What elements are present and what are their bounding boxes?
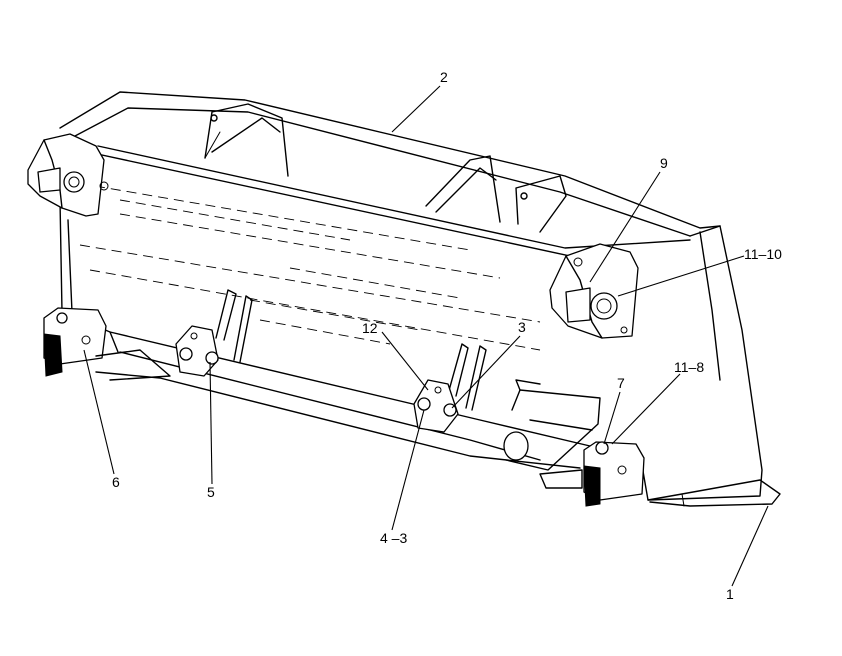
callout-3: 3 [518,319,526,335]
leader-7 [603,391,621,445]
leader-11-8 [611,373,681,445]
hitch-ear-right [413,343,487,433]
left-pin-boss [27,133,109,217]
callout-9: 9 [660,155,668,171]
callout-4-3: 4 –3 [380,530,407,546]
leader-4-3 [391,409,425,531]
callout-2: 2 [440,69,448,85]
callout-6: 6 [112,474,120,490]
lower-frame-box [503,379,601,471]
callout-7: 7 [617,375,625,391]
callout-1: 1 [726,586,734,602]
top-gussets [204,103,567,233]
leader-9 [589,171,661,283]
callout-labels: 2 9 11–10 12 3 7 11–8 6 5 4 –3 1 [112,69,782,602]
hitch-ear-left [175,289,253,377]
leader-11-10 [617,255,745,297]
leader-3 [451,335,521,409]
callout-12: 12 [362,320,378,336]
leader-12 [381,331,429,391]
leader-5 [209,361,213,485]
callout-11-10: 11–10 [744,246,782,262]
leader-lines [83,85,769,587]
left-corner-bracket [43,307,171,381]
leader-2 [391,85,441,133]
callout-11-8: 11–8 [674,359,704,375]
leader-1 [731,505,769,587]
callout-5: 5 [207,484,215,500]
leader-6 [83,349,115,475]
bucket-body [59,91,781,507]
right-pin-boss [549,243,639,339]
right-corner-bracket [539,441,645,507]
